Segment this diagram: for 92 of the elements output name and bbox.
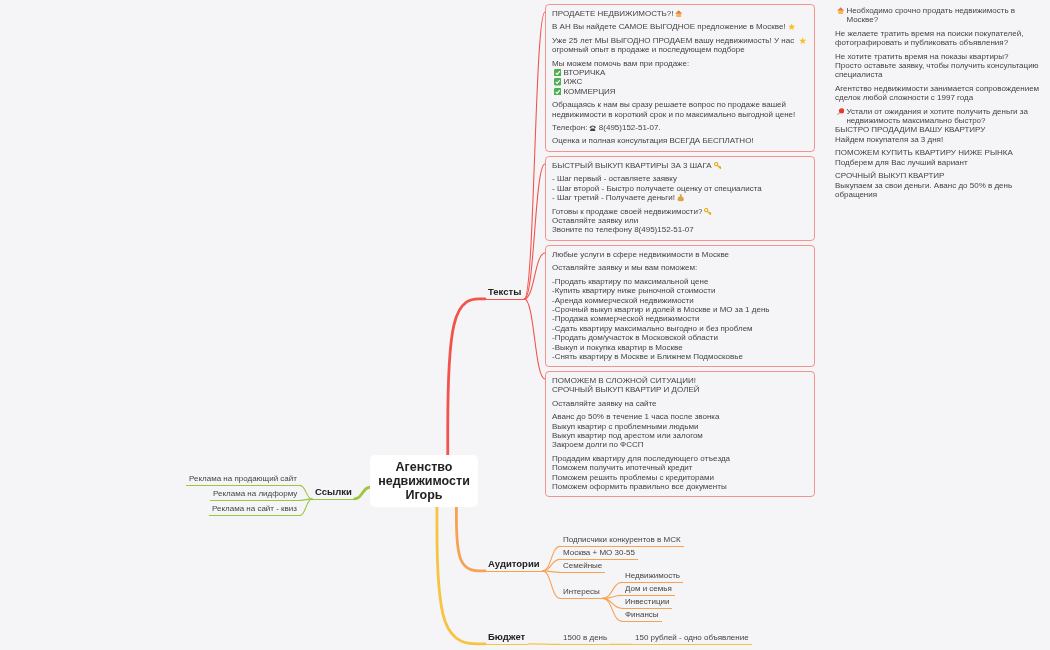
- branch-line: [542, 558, 561, 572]
- ad-text: Оставляйте заявку и мы вам поможем:: [552, 263, 698, 273]
- ad-text: Поможем решить проблемы с кредиторами: [552, 472, 714, 483]
- branch-line: [299, 498, 313, 516]
- note-text: Устали от ожидания и хотите получить деньги за недвижимость максимально быстро?: [846, 106, 1029, 126]
- ad-text: Телефон:: [552, 123, 588, 133]
- ad-text: -Сдать квартиру максимально выгодно и без проблем: [552, 323, 753, 334]
- ad-text: ИЖС: [563, 77, 583, 87]
- ad-text: -Продажа коммерческой недвижимости: [552, 314, 700, 324]
- ad-text: Выкуп квартир под арестом или залогом: [552, 431, 703, 441]
- branch-line: [523, 298, 546, 380]
- topic-label: 150 рублей - одно объявление: [632, 633, 752, 645]
- topic-label: Финансы: [622, 610, 662, 622]
- branch-line: [527, 643, 561, 645]
- ad-text: - Шаг третий - Получаете деньги!: [552, 193, 675, 203]
- branch-line: [446, 297, 487, 457]
- topic-label: 1500 в день: [560, 633, 611, 645]
- note-text: Просто оставьте заявку, чтобы получить консультацию специалиста: [835, 61, 1040, 80]
- topic-label: Инвестиции: [622, 597, 673, 609]
- note-text: Агентство недвижимости занимается сопровождением сделок любой сложности с 1997 года: [835, 83, 1040, 103]
- ad-text: Аванс до 50% в течение 1 часа после звонка: [552, 412, 720, 422]
- ad-text: -Выкуп и покупка квартир в Москве: [552, 342, 683, 353]
- ad-text: Продадим квартиру для последующего отъезда: [552, 453, 730, 464]
- note-text: Необходимо срочно продать недвижимость в Москве?: [846, 6, 1017, 25]
- topic-label: Москва + МО 30-55: [560, 548, 638, 560]
- ad-text: -Снять квартиру в Москве и Ближнем Подмосковье: [552, 352, 743, 362]
- note-text: Найдем покупателя за 3 дня!: [835, 134, 944, 145]
- ad-text: Закроем долги по ФССП: [552, 440, 644, 450]
- ad-text-card: [545, 371, 815, 498]
- topic-label: Дом и семья: [622, 584, 675, 596]
- ad-text: Оценка и полная консультация ВСЕГДА БЕСПЛАТНО!: [552, 136, 754, 146]
- ad-text: -Аренда коммерческой недвижимости: [552, 295, 694, 305]
- ad-text: Поможем оформить правильно все документы: [552, 482, 727, 492]
- branch-line: [435, 505, 487, 646]
- ad-text: БЫСТРЫЙ ВЫКУП КВАРТИРЫ ЗА 3 ШАГА: [552, 161, 712, 171]
- note-text: Не хотите тратить время на показы квартиры?: [835, 51, 1009, 62]
- ad-text: Любые услуги в сфере недвижимости в Москве: [552, 250, 730, 260]
- central-topic: Агенство недвижимости Игорь: [370, 455, 478, 507]
- topic-label: Подписчики конкурентов в МСК: [560, 535, 684, 547]
- ad-text: - Шаг первый - оставляете заявку: [552, 174, 677, 184]
- topic-label: Семейные: [560, 561, 606, 573]
- branch-line: [299, 484, 313, 500]
- ad-text: Оставляйте заявку или: [552, 216, 639, 226]
- ad-text: Готовы к продаже своей недвижимости?: [552, 206, 703, 216]
- ad-text: -Продать дом/участок в Московской области: [552, 333, 718, 343]
- ad-text: -Срочный выкуп квартир и долей в Москве и МО за 1 день: [552, 305, 770, 315]
- ad-text-card: [545, 156, 815, 241]
- ad-text-card: [545, 4, 815, 152]
- ad-text: СРОЧНЫЙ ВЫКУП КВАРТИР И ДОЛЕЙ: [552, 385, 700, 395]
- topic-label: Реклама на лидформу: [210, 489, 301, 501]
- note-text: Не желаете тратить время на поиски покупателей, фотографировать и публиковать объявления?: [835, 28, 1025, 48]
- ad-text: - Шаг второй - Быстро получаете оценку от специалиста: [552, 183, 762, 194]
- ad-text: -Продать квартиру по максимальной цене: [552, 276, 709, 287]
- note-text: Выкупаем за свои деньги. Аванс до 50% в день обращения: [835, 180, 1014, 200]
- note-text: Подберем для Вас лучший вариант: [835, 157, 968, 168]
- note-text: БЫСТРО ПРОДАДИМ ВАШУ КВАРТИРУ: [835, 125, 986, 135]
- ad-text: 8(495)152-51-07.: [598, 123, 661, 133]
- ad-text: ПРОДАЕТЕ НЕДВИЖИМОСТЬ?!: [552, 9, 674, 19]
- branch-line: [523, 252, 546, 300]
- ad-text: КОММЕРЦИЯ: [563, 86, 616, 97]
- topic-label: Недвижимость: [622, 571, 684, 583]
- branch-topic: Ссылки: [312, 486, 355, 500]
- branch-line: [523, 11, 546, 300]
- ad-text: Уже 25 лет МЫ ВЫГОДНО ПРОДАЕМ вашу недвижимость! У нас огромный опыт в продаже и последующем подборе: [552, 35, 796, 55]
- branch-line: [455, 505, 487, 573]
- branch-line: [602, 597, 623, 622]
- branch-topic: Бюджет: [485, 631, 529, 645]
- ad-text-card: [545, 245, 815, 368]
- ad-text: Выкуп квартир с проблемными людьми: [552, 421, 699, 432]
- ad-text: ВТОРИЧКА: [563, 68, 606, 78]
- topic-label: Интересы: [560, 587, 603, 599]
- ad-text: ПОМОЖЕМ В СЛОЖНОЙ СИТУАЦИИ!: [552, 376, 696, 385]
- branch-line: [542, 570, 561, 573]
- ad-text: Обращаясь к нам вы сразу решаете вопрос по продаже вашей недвижимости в короткий срок и по максимально выгодной цене!: [552, 100, 797, 120]
- branch-line: [602, 581, 623, 599]
- branch-line: [523, 163, 546, 300]
- branch-line: [353, 485, 372, 501]
- branch-line: [299, 498, 313, 501]
- branch-line: [542, 570, 561, 599]
- ad-text: Оставляйте заявку на сайте: [552, 398, 657, 409]
- branch-line: [609, 643, 633, 645]
- ad-text: В АН Вы найдете САМОЕ ВЫГОДНОЕ предложение в Москве!: [552, 22, 786, 32]
- note-text: СРОЧНЫЙ ВЫКУП КВАРТИР: [835, 171, 945, 181]
- topic-label: Реклама на сайт - квиз: [209, 504, 300, 516]
- topic-label: Реклама на продающий сайт: [186, 474, 300, 486]
- branch-topic: Тексты: [485, 286, 525, 300]
- ad-text: Мы можем помочь вам при продаже:: [552, 58, 690, 69]
- ad-text: Поможем получить ипотечный кредит: [552, 463, 693, 473]
- note-text: ПОМОЖЕМ КУПИТЬ КВАРТИРУ НИЖЕ РЫНКА: [835, 148, 1013, 158]
- branch-topic: Аудитории: [485, 558, 543, 572]
- ad-text: -Купить квартиру ниже рыночной стоимости: [552, 286, 716, 296]
- ad-text: Звоните по телефону 8(495)152-51-07: [552, 225, 694, 235]
